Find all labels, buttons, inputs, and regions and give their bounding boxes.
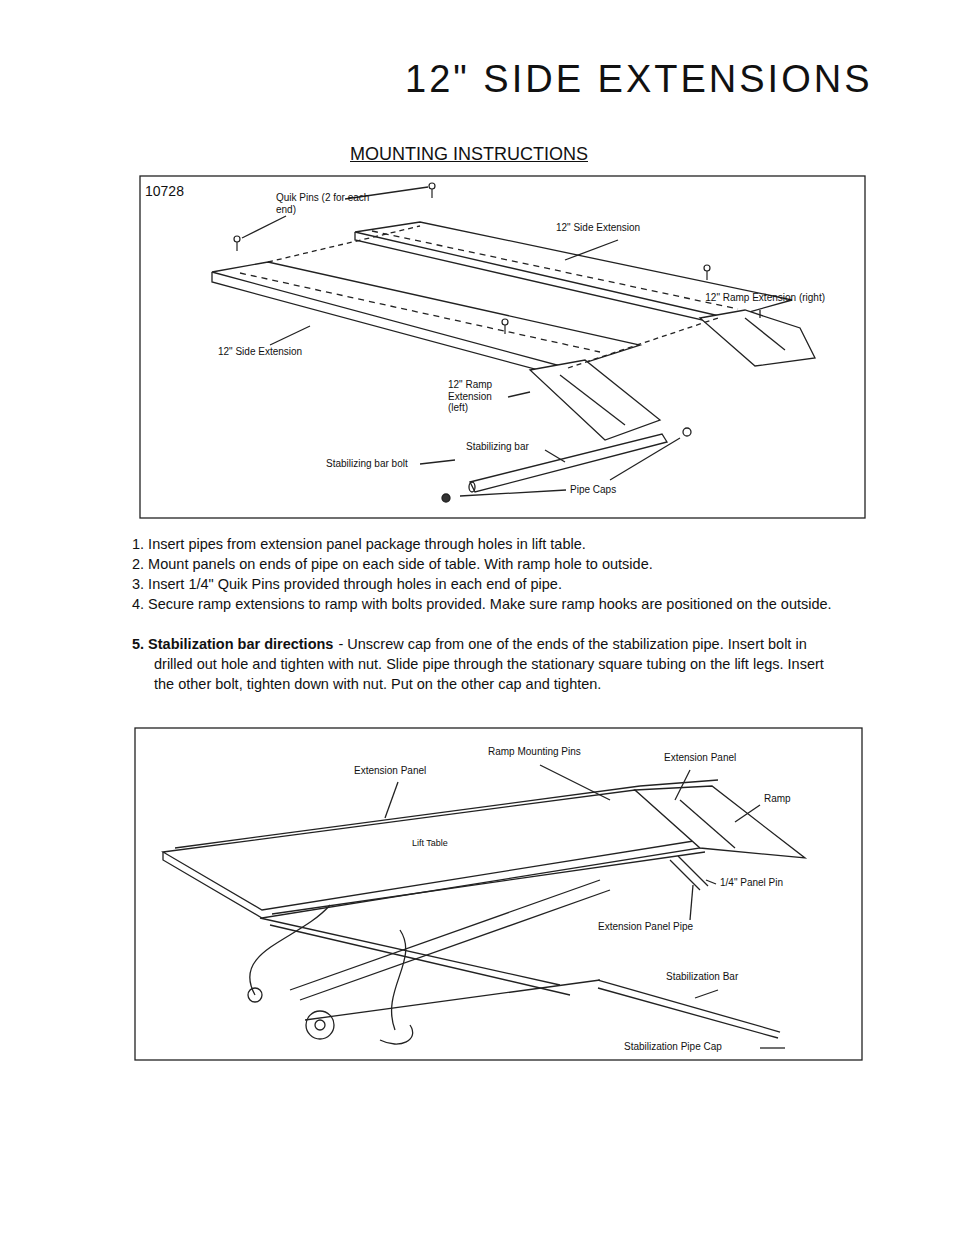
frame (135, 728, 862, 1060)
instruction-step: 2. Mount panels on ends of pipe on each … (132, 554, 844, 574)
part-label: 12" Ramp Extension (right) (700, 292, 825, 304)
section-heading: MOUNTING INSTRUCTIONS (350, 144, 650, 165)
step-text: 4. Secure ramp extensions to ramp with b… (132, 596, 832, 612)
part-label: Ramp Mounting Pins (488, 746, 598, 758)
instruction-step: 1. Insert pipes from extension panel pac… (132, 534, 844, 554)
part-label: 1/4" Panel Pin (720, 877, 820, 889)
step-text: 5. Stabilization bar directions (132, 636, 333, 652)
frame (140, 176, 865, 518)
part-label: Quik Pins (2 for each end) (276, 192, 386, 215)
part-label: Extension Panel Pipe (598, 921, 728, 933)
instruction-step: 3. Insert 1/4" Quik Pins provided throug… (132, 574, 844, 594)
part-label: 12" Ramp Extension (left) (448, 379, 508, 414)
part-label: Stabilizing bar bolt (326, 458, 426, 470)
instruction-step: 4. Secure ramp extensions to ramp with b… (132, 594, 844, 614)
part-label: Extension Panel (664, 752, 774, 764)
part-label: 10728 (145, 183, 205, 199)
part-label: Stabilization Pipe Cap (624, 1041, 754, 1053)
step-text: 3. Insert 1/4" Quik Pins provided throug… (132, 576, 562, 592)
step-text: 1. Insert pipes from extension panel pac… (132, 536, 586, 552)
part-label: Pipe Caps (570, 484, 650, 496)
part-label: 12" Side Extension (218, 346, 338, 358)
step-text: 2. Mount panels on ends of pipe on each … (132, 556, 653, 572)
part-label: Ramp (764, 793, 824, 805)
part-label: Lift Table (412, 838, 492, 848)
part-label: Stabilization Bar (666, 971, 786, 983)
instruction-step: 5. Stabilization bar directions- Unscrew… (132, 634, 844, 694)
part-label: 12" Side Extension (556, 222, 676, 234)
part-label: Stabilizing bar (466, 441, 556, 453)
page-title: 12" SIDE EXTENSIONS (405, 58, 873, 102)
part-label: Extension Panel (354, 765, 464, 777)
